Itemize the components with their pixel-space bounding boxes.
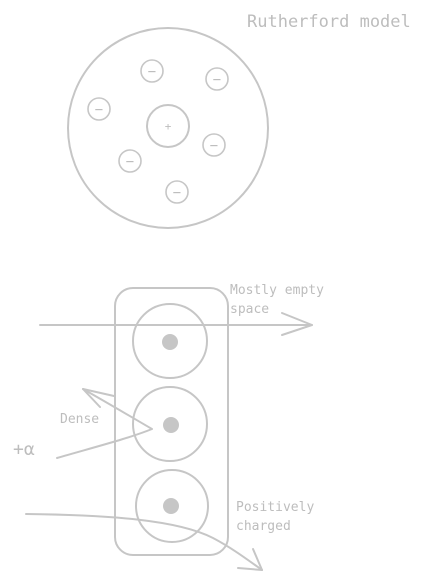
nucleus-dot	[163, 498, 179, 514]
electron: −	[205, 67, 229, 91]
straight-path-arrow	[39, 312, 313, 336]
electron: −	[140, 59, 164, 83]
electron-sign: −	[126, 154, 134, 170]
electron-circle	[202, 133, 226, 157]
deflected-path-line	[56, 388, 153, 459]
foil-model	[25, 287, 313, 571]
slight-deflection-arrow	[25, 513, 263, 571]
charged-label: charged	[236, 519, 291, 534]
deflected-arrowhead-a	[82, 388, 115, 397]
electron-sign: −	[213, 72, 221, 88]
electron-circle	[87, 97, 111, 121]
electron: −	[118, 149, 142, 173]
electron-sign: −	[173, 185, 181, 201]
electron-sign: −	[148, 64, 156, 80]
positively-label: Positively	[236, 500, 314, 515]
nucleus-dot	[163, 417, 179, 433]
electron-circle	[118, 149, 142, 173]
slight-arrowhead-a	[237, 567, 263, 571]
atom-top	[132, 303, 208, 379]
foil-outline	[114, 287, 229, 556]
atom-boundary	[67, 27, 269, 229]
diagram-title: Rutherford model	[247, 12, 411, 32]
electron: −	[202, 133, 226, 157]
slight-deflection-line	[25, 513, 263, 571]
atom-circle	[132, 386, 208, 462]
atom-bottom	[135, 469, 209, 543]
atom-middle	[132, 386, 208, 462]
electron-sign: −	[95, 102, 103, 118]
electron-circle	[205, 67, 229, 91]
slight-arrowhead-b	[252, 548, 263, 571]
nucleus-circle	[146, 104, 190, 148]
straight-path-arrowhead	[281, 312, 313, 336]
alpha-particle-label: +α	[13, 439, 35, 460]
deflected-arrowhead-b	[82, 388, 101, 408]
electron-circle	[165, 180, 189, 204]
atom-model: + − − − − − −	[67, 27, 269, 229]
deflected-path-arrow	[56, 388, 153, 459]
electron-circle	[140, 59, 164, 83]
electron: −	[87, 97, 111, 121]
dense-label: Dense	[60, 412, 99, 427]
atom-circle	[132, 303, 208, 379]
electron-sign: −	[210, 138, 218, 154]
nucleus-sign: +	[165, 120, 172, 133]
electron: −	[165, 180, 189, 204]
nucleus-dot	[162, 334, 178, 350]
space-label: space	[230, 302, 269, 317]
nucleus: +	[146, 104, 190, 148]
mostly-empty-label: Mostly empty	[230, 283, 324, 298]
atom-circle	[135, 469, 209, 543]
